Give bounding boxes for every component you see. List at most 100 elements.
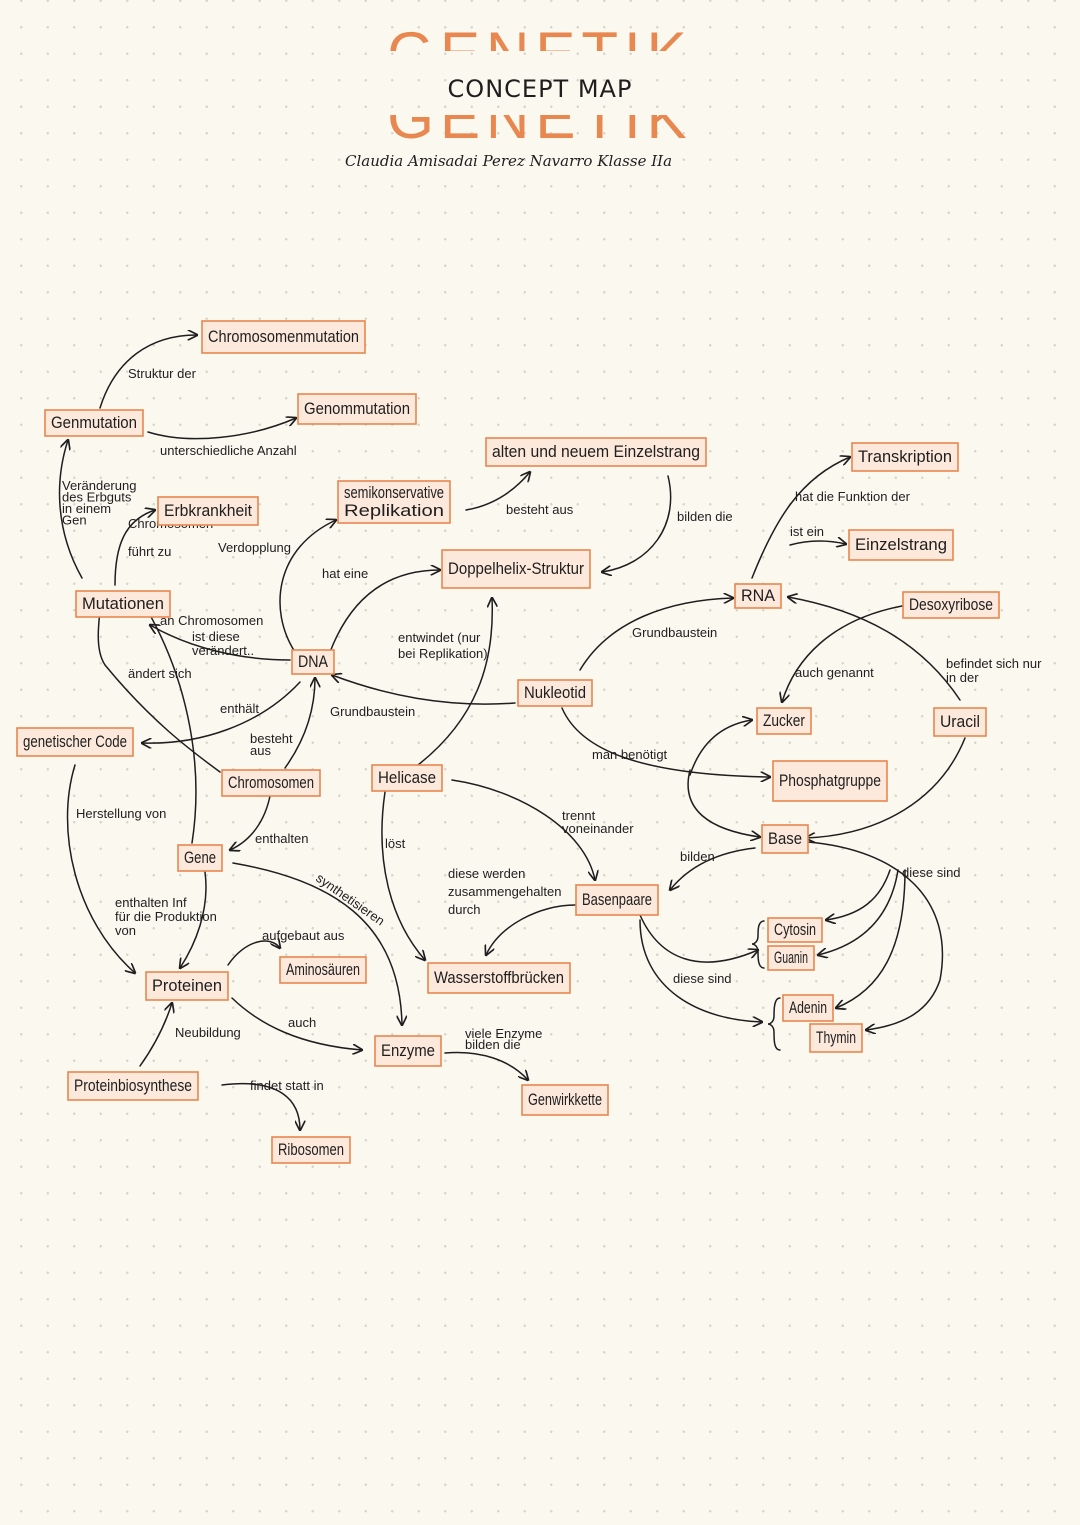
edge-label-line: ändert sich [128,666,192,681]
node-box-doppelhelix [441,549,591,589]
arrow-uracil-rna [788,597,961,701]
edge-label-line: zusammengehalten [448,884,561,899]
edge-label-line: Grundbaustein [330,704,415,719]
edge-label-line: besteht aus [506,502,574,517]
node-box-transkription [851,442,959,472]
edge-label-line: voneinander [562,821,634,836]
edge-label-line: bilden die [677,509,733,524]
edge-label-line: entwindet (nur [398,630,481,645]
arrow-nukleotid-rna [579,598,733,671]
arrow-proteinen-enzyme [231,997,362,1050]
node-box-basenpaare [575,884,659,916]
node-label-chromosomenmutation: Chromosomenmutation [208,327,359,346]
arrow-semikonservative-alten [465,472,530,511]
arrow-mutationen-genmutation [58,440,83,579]
arrow-nukleotid-zucker [689,720,752,776]
node-box-semikonservative [337,480,451,524]
edge-label-grundbaustein-2: Grundbaustein [330,704,415,719]
node-label-rna: RNA [741,586,776,605]
arrow-enzyme-genwirkkette [444,1051,528,1080]
node-label-desoxyribose: Desoxyribose [909,595,993,614]
arrow-dna-genetischer-code [142,681,301,743]
node-box-ribosomen [271,1136,351,1164]
node-thymin: Thymin [809,1023,863,1053]
arrow-helicase-basenpaare [451,779,595,880]
edge-label-line: Verdopplung [218,540,291,555]
node-label-basenpaare: Basenpaare [582,890,652,909]
node-box-gene [177,844,223,872]
node-aminosaeuren: Aminosäuren [279,956,367,984]
edge-label-line: findet statt in [250,1078,324,1093]
node-box-aminosaeuren [279,956,367,984]
node-label-phosphatgruppe: Phosphatgruppe [779,771,881,790]
arrow-dna-doppelhelix [329,570,440,653]
node-box-erbkrankheit [157,496,259,526]
node-alten-neuem: alten und neuem Einzelstrang [485,437,707,467]
node-transkription: Transkription [851,442,959,472]
edge-label-line: diese werden [448,866,525,881]
node-label-doppelhelix: Doppelhelix-Struktur [448,559,584,578]
node-label-semikonservative: semikonservative [344,483,444,502]
edge-label-line: löst [385,836,406,851]
edge-label-line: Herstellung von [76,806,166,821]
node-label-zucker: Zucker [763,711,805,730]
node-box-helicase [371,764,443,792]
node-box-rna [734,583,782,609]
arrow-base-thymin [807,841,944,1030]
edge-label-herstellung-von: Herstellung von [76,806,166,821]
edge-label-line: Veränderung [62,478,136,493]
node-box-zucker [756,707,812,735]
arrow-rna-transkription [751,457,850,579]
arrow-base-guanin [818,869,899,955]
edge-label-diese-sind-1: diese sind [902,865,961,880]
edge-label-hat-die-funktion: hat die Funktion der [795,489,911,504]
node-chromosomen: Chromosomen [221,769,321,797]
edge-label-line: ist ein [790,524,824,539]
edge-label-auch: auch [288,1015,316,1030]
arrow-genmutation-chromosomenmutation [99,335,197,409]
edge-label-line: bilden die [465,1037,521,1052]
node-label-adenin: Adenin [789,998,827,1017]
edge-label-synthetisieren: synthetisieren [313,870,387,928]
arrow-rna-einzelstrang [789,541,846,545]
arrow-gene-mutationen [140,598,197,844]
node-label-genommutation: Genommutation [304,399,410,418]
edge-label-aufgebaut-aus: aufgebaut aus [262,928,345,943]
node-enzyme: Enzyme [374,1035,442,1067]
edge-label-line: enthalten [255,831,309,846]
arrow-nukleotid-base [687,769,760,837]
arrow-helicase-doppelhelix [417,598,492,766]
edge-label-ist-ein: ist ein [790,524,824,539]
edge-label-hat-eine: hat eine [322,566,368,581]
edge-label-line: diese sind [902,865,961,880]
edge-label-line: man benötigt [592,747,668,762]
node-box-thymin [809,1023,863,1053]
node-nukleotid: Nukleotid [517,679,593,707]
node-box-genwirkkette [521,1084,609,1116]
node-label-thymin: Thymin [816,1028,856,1047]
node-cytosin: Cytosin [767,917,823,943]
edge-label-line: bei Replikation) [398,646,488,661]
edge-label-line: in der [946,670,979,685]
edge-label-line: führt zu [128,544,171,559]
node-box-alten-neuem [485,437,707,467]
node-label-ribosomen: Ribosomen [278,1140,344,1159]
node-box-genetischer-code [16,727,134,757]
edge-label-fuehrt-zu: führt zu [128,544,171,559]
node-label-transkription: Transkription [858,447,952,466]
node-box-chromosomen [221,769,321,797]
edge-label-line: des Erbguts [62,490,132,505]
arrow-genmutation-genommutation [147,418,296,440]
node-proteinen: Proteinen [145,971,229,1001]
arrow-chromosomen-mutationen [98,594,221,773]
node-box-nukleotid [517,679,593,707]
node-box-phosphatgruppe [772,760,888,802]
subtitle: CONCEPT MAP [447,75,633,103]
edge-label-line: Struktur der [128,366,197,381]
